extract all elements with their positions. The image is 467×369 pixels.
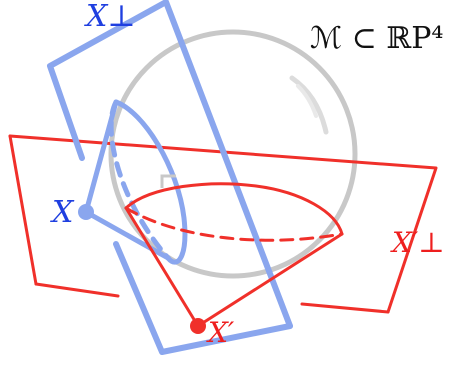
blue-cone-lower-generator (83, 209, 171, 261)
point-x-prime (190, 318, 206, 334)
red-cone-right-generator (196, 232, 344, 328)
blue-plane-x-perp (47, 0, 293, 355)
right-angle-marker (160, 174, 176, 188)
blue-cone (83, 99, 188, 265)
sphere-highlight-inner (296, 84, 318, 118)
sphere-highlight (289, 75, 329, 135)
label-x-prime: X′ (206, 316, 235, 349)
red-plane-x-prime-perp (8, 134, 438, 314)
red-plane-bottom-right-edge (300, 302, 390, 314)
blue-cone-upper-generator (83, 99, 119, 215)
red-cone (124, 182, 344, 328)
point-x (78, 204, 94, 220)
red-plane-top-edge (8, 134, 438, 314)
sphere-outline (108, 29, 358, 279)
sphere (108, 29, 358, 279)
label-x-prime-perp: X′⊥ (390, 226, 445, 259)
blue-plane-lower-outline (113, 241, 293, 355)
red-plane-bottom-left-edge (34, 282, 120, 298)
label-manifold: ℳ ⊂ ℝP⁴ (310, 21, 443, 56)
red-cone-ellipse-top (124, 182, 344, 236)
label-x: X (50, 195, 75, 230)
label-x-perp: X⊥ (84, 0, 136, 34)
blue-plane-upper-outline (47, 0, 293, 329)
red-cone-ellipse-bottom (124, 206, 344, 242)
red-cone-left-generator (124, 206, 200, 328)
blue-cone-ellipse-front (113, 99, 188, 265)
red-plane-left-edge (8, 134, 38, 286)
